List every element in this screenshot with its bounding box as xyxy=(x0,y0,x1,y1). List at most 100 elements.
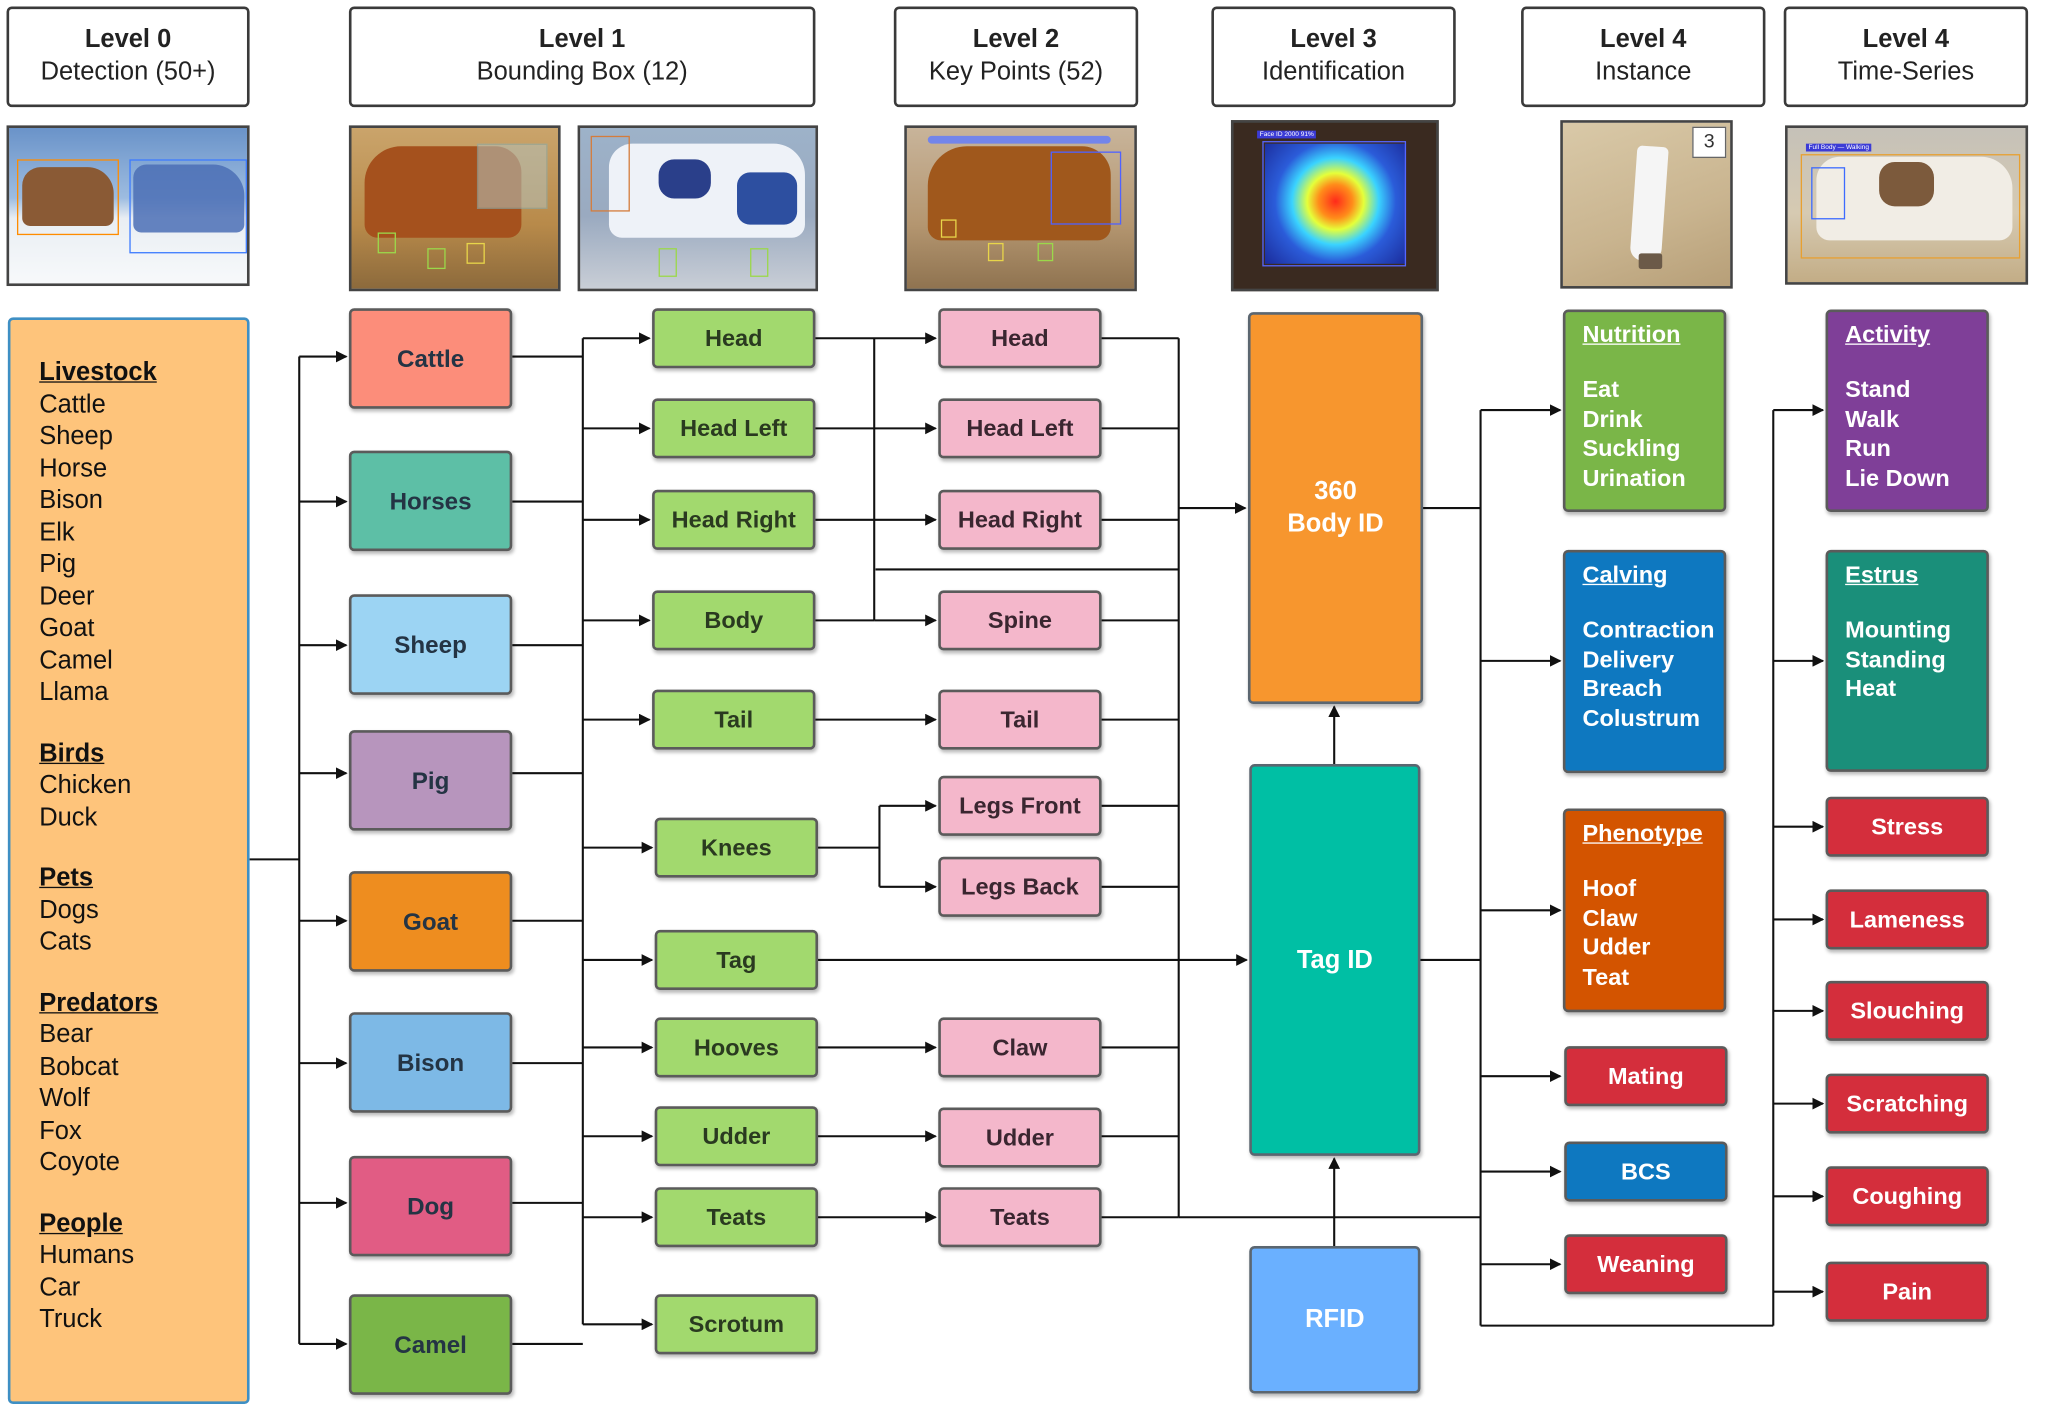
level-2-header: Level 2 Key Points (52) xyxy=(893,6,1139,108)
key-point-box-claw: Claw xyxy=(938,1017,1102,1078)
key-point-box-tail: Tail xyxy=(938,689,1102,750)
detection-class-item: Wolf xyxy=(39,1084,90,1113)
key-points-thumbnail xyxy=(904,125,1137,292)
key-point-box-legs-front: Legs Front xyxy=(938,775,1102,836)
body-part-box-scrotum: Scrotum xyxy=(654,1294,819,1355)
time-series-group-item: Run xyxy=(1845,435,1891,462)
level-0-header: Level 0 Detection (50+) xyxy=(6,6,250,108)
body-part-label: Tag xyxy=(716,946,757,973)
time-series-label: Slouching xyxy=(1850,997,1965,1024)
key-point-label: Head Left xyxy=(966,414,1074,441)
body-part-label: Head Right xyxy=(671,506,796,533)
species-label: Sheep xyxy=(394,630,467,658)
level-title: Level 0 xyxy=(84,24,172,54)
detection-class-item: Bison xyxy=(39,485,103,515)
time-series-box-coughing: Coughing xyxy=(1825,1166,1989,1227)
level-title: Level 3 xyxy=(1290,24,1377,54)
time-series-group-item: Mounting xyxy=(1845,616,1951,643)
body-part-box-head: Head xyxy=(652,308,816,369)
heatmap-caption: Face ID 2000 91% xyxy=(1257,130,1317,139)
key-point-label: Legs Back xyxy=(961,873,1079,900)
instance-group-item: Drink xyxy=(1582,405,1643,432)
key-point-label: Head xyxy=(991,324,1049,351)
detection-class-item: Truck xyxy=(39,1304,102,1334)
time-series-group-item: Standing xyxy=(1845,646,1946,673)
key-point-box-spine: Spine xyxy=(938,590,1102,651)
body-part-box-body: Body xyxy=(652,590,816,651)
key-point-label: Tail xyxy=(1000,705,1040,733)
species-box-pig: Pig xyxy=(348,730,513,831)
species-box-horses: Horses xyxy=(348,450,513,552)
detection-class-item: Horse xyxy=(39,453,108,483)
body-id-box: 360 Body ID xyxy=(1247,312,1424,704)
time-series-box-lameness: Lameness xyxy=(1825,889,1989,950)
identification-thumbnail: Face ID 2000 91% xyxy=(1230,120,1439,292)
instance-group-item: Colustrum xyxy=(1582,705,1701,732)
species-label: Pig xyxy=(411,765,450,794)
time-series-group-item: Heat xyxy=(1845,675,1897,702)
body-part-box-head-right: Head Right xyxy=(652,489,816,550)
time-series-label: Coughing xyxy=(1852,1182,1963,1209)
time-series-label: Lameness xyxy=(1849,905,1965,932)
level-title: Level 1 xyxy=(538,24,626,54)
level-title: Level 2 xyxy=(972,24,1060,54)
detection-class-item: Cattle xyxy=(39,389,106,419)
detection-class-item: Car xyxy=(39,1272,81,1302)
instance-thumbnail: 3 xyxy=(1560,120,1733,289)
body-part-label: Head xyxy=(704,324,763,351)
level-subtitle: Time-Series xyxy=(1837,57,1975,87)
level-title: Level 4 xyxy=(1862,24,1950,54)
level-title: Level 4 xyxy=(1600,24,1687,54)
key-point-box-teats: Teats xyxy=(938,1187,1102,1248)
species-label: Bison xyxy=(396,1048,465,1076)
time-series-label: Stress xyxy=(1871,813,1944,840)
time-series-group-item: Walk xyxy=(1845,405,1900,432)
key-point-box-head-right: Head Right xyxy=(938,489,1102,550)
tag-id-box: Tag ID xyxy=(1249,764,1421,1156)
key-point-label: Claw xyxy=(992,1033,1048,1060)
level-3-header: Level 3 Identification xyxy=(1211,6,1456,108)
body-part-box-hooves: Hooves xyxy=(654,1017,819,1078)
detection-class-item: Humans xyxy=(39,1240,135,1270)
detection-class-item: Goat xyxy=(39,613,95,643)
species-box-sheep: Sheep xyxy=(348,594,513,695)
rfid-box: RFID xyxy=(1249,1245,1421,1394)
instance-label: Weaning xyxy=(1597,1250,1695,1277)
detection-group-title: Livestock xyxy=(39,357,157,387)
level-subtitle: Detection (50+) xyxy=(40,57,216,87)
time-series-group-item: Stand xyxy=(1845,376,1911,403)
detection-group-title: Pets xyxy=(39,863,94,893)
time-series-label: Scratching xyxy=(1846,1089,1969,1117)
key-point-label: Head Right xyxy=(957,506,1082,533)
level-1-header: Level 1 Bounding Box (12) xyxy=(348,6,816,108)
instance-group-item: Udder xyxy=(1582,934,1651,961)
detection-thumbnail xyxy=(6,125,250,287)
species-box-dog: Dog xyxy=(348,1155,513,1257)
instance-group-title: Calving xyxy=(1582,561,1668,588)
bounding-box-thumbnail-horse xyxy=(577,125,819,292)
time-series-label: Pain xyxy=(1882,1277,1933,1305)
body-part-box-knees: Knees xyxy=(654,817,819,878)
instance-group-item: Breach xyxy=(1582,675,1663,702)
body-part-label: Teats xyxy=(706,1203,767,1230)
detection-group-title: People xyxy=(39,1208,123,1238)
time-series-box-pain: Pain xyxy=(1825,1261,1989,1322)
detection-class-item: Dogs xyxy=(39,895,99,925)
detection-class-item: Sheep xyxy=(39,421,113,451)
level-subtitle: Bounding Box (12) xyxy=(476,57,688,87)
instance-group-item: Eat xyxy=(1582,376,1620,403)
instance-group-title: Nutrition xyxy=(1582,321,1681,348)
tag-id-label: Tag ID xyxy=(1296,944,1373,974)
time-series-thumbnail: Full Body — Walking xyxy=(1785,125,2029,285)
instance-box-weaning: Weaning xyxy=(1564,1234,1728,1295)
detection-class-item: Bear xyxy=(39,1020,94,1049)
detection-class-item: Bobcat xyxy=(39,1052,119,1081)
body-part-label: Body xyxy=(704,606,764,633)
